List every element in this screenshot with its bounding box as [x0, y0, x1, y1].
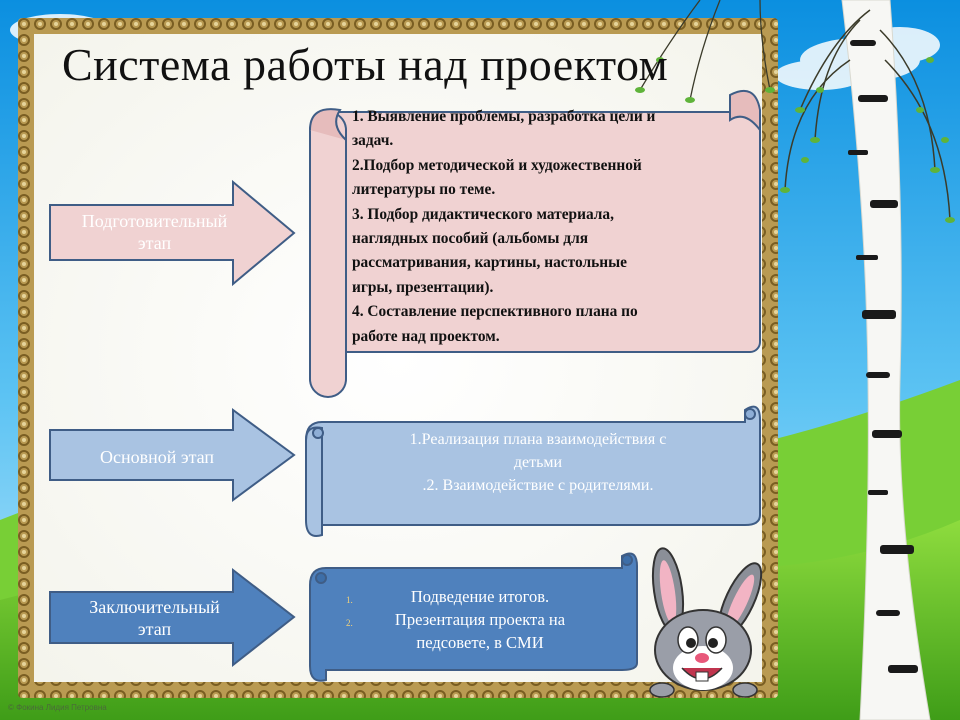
scroll-2-line: детьми: [513, 454, 563, 471]
scroll-1-line: 2.Подбор методической и художественной: [352, 156, 642, 174]
scroll-1-line: задач.: [352, 132, 394, 150]
stage-3-label: Заключительный этап: [52, 596, 257, 640]
stage-3-label-line: этап: [137, 619, 172, 639]
scroll-1-line: наглядных пособий (альбомы для: [352, 230, 589, 248]
scroll-1-line: 4. Составление перспективного плана по: [352, 303, 638, 321]
slide-title: Система работы над проектом: [62, 39, 669, 90]
stage-2-label-line: Основной этап: [99, 447, 215, 467]
scroll-3: [309, 552, 638, 682]
arrow-stage-1: [49, 179, 296, 287]
scroll-3-item: 1. Подведение итогов.: [340, 585, 620, 608]
stage-2-label: Основной этап: [52, 446, 262, 468]
arrow-stage-3: [49, 567, 296, 668]
copyright-text: © Фокина Лидия Петровна: [8, 703, 107, 712]
bunny-illustration: [649, 547, 763, 698]
scroll-3-item: 2. Презентация проекта на педсовете, в С…: [340, 608, 620, 654]
birch-tree: [780, 0, 955, 720]
scroll-3-item-number: 2.: [346, 618, 353, 628]
scroll-3-item-number: 1.: [346, 595, 353, 605]
stage-3-label-line: Заключительный: [89, 597, 220, 617]
stage-1-label-line: этап: [137, 233, 172, 253]
scroll-3-item-line: Подведение итогов.: [410, 587, 550, 606]
scroll-1-line: рассматривания, картины, настольные: [352, 254, 627, 272]
scroll-2-line: .2. Взаимодействие с родителями.: [422, 477, 654, 494]
scroll-1-line: игры, презентации).: [352, 278, 494, 296]
scroll-1: [309, 90, 761, 398]
scroll-3-item-line: педсовете, в СМИ: [416, 633, 544, 652]
scroll-2-line: 1.Реализация плана взаимодействия с: [409, 431, 667, 448]
stage-1-label: Подготовительный этап: [52, 210, 257, 254]
scroll-2: [305, 405, 761, 537]
arrow-stage-2: [49, 408, 296, 502]
stage-1-label-line: Подготовительный: [81, 211, 228, 231]
scroll-3-text: 1. Подведение итогов. 2. Презентация про…: [340, 585, 620, 654]
scroll-1-line: работе над проектом.: [352, 327, 500, 345]
scroll-3-item-line: Презентация проекта на: [394, 610, 566, 629]
scroll-2-text: 1.Реализация плана взаимодействия с деть…: [352, 428, 724, 497]
scroll-1-text: 1. Выявление проблемы, разработка цели и…: [352, 105, 760, 349]
scroll-1-line: 3. Подбор дидактического материала,: [352, 205, 614, 223]
scroll-1-line: литературы по теме.: [352, 181, 496, 199]
scroll-1-line: 1. Выявление проблемы, разработка цели и: [352, 108, 656, 125]
